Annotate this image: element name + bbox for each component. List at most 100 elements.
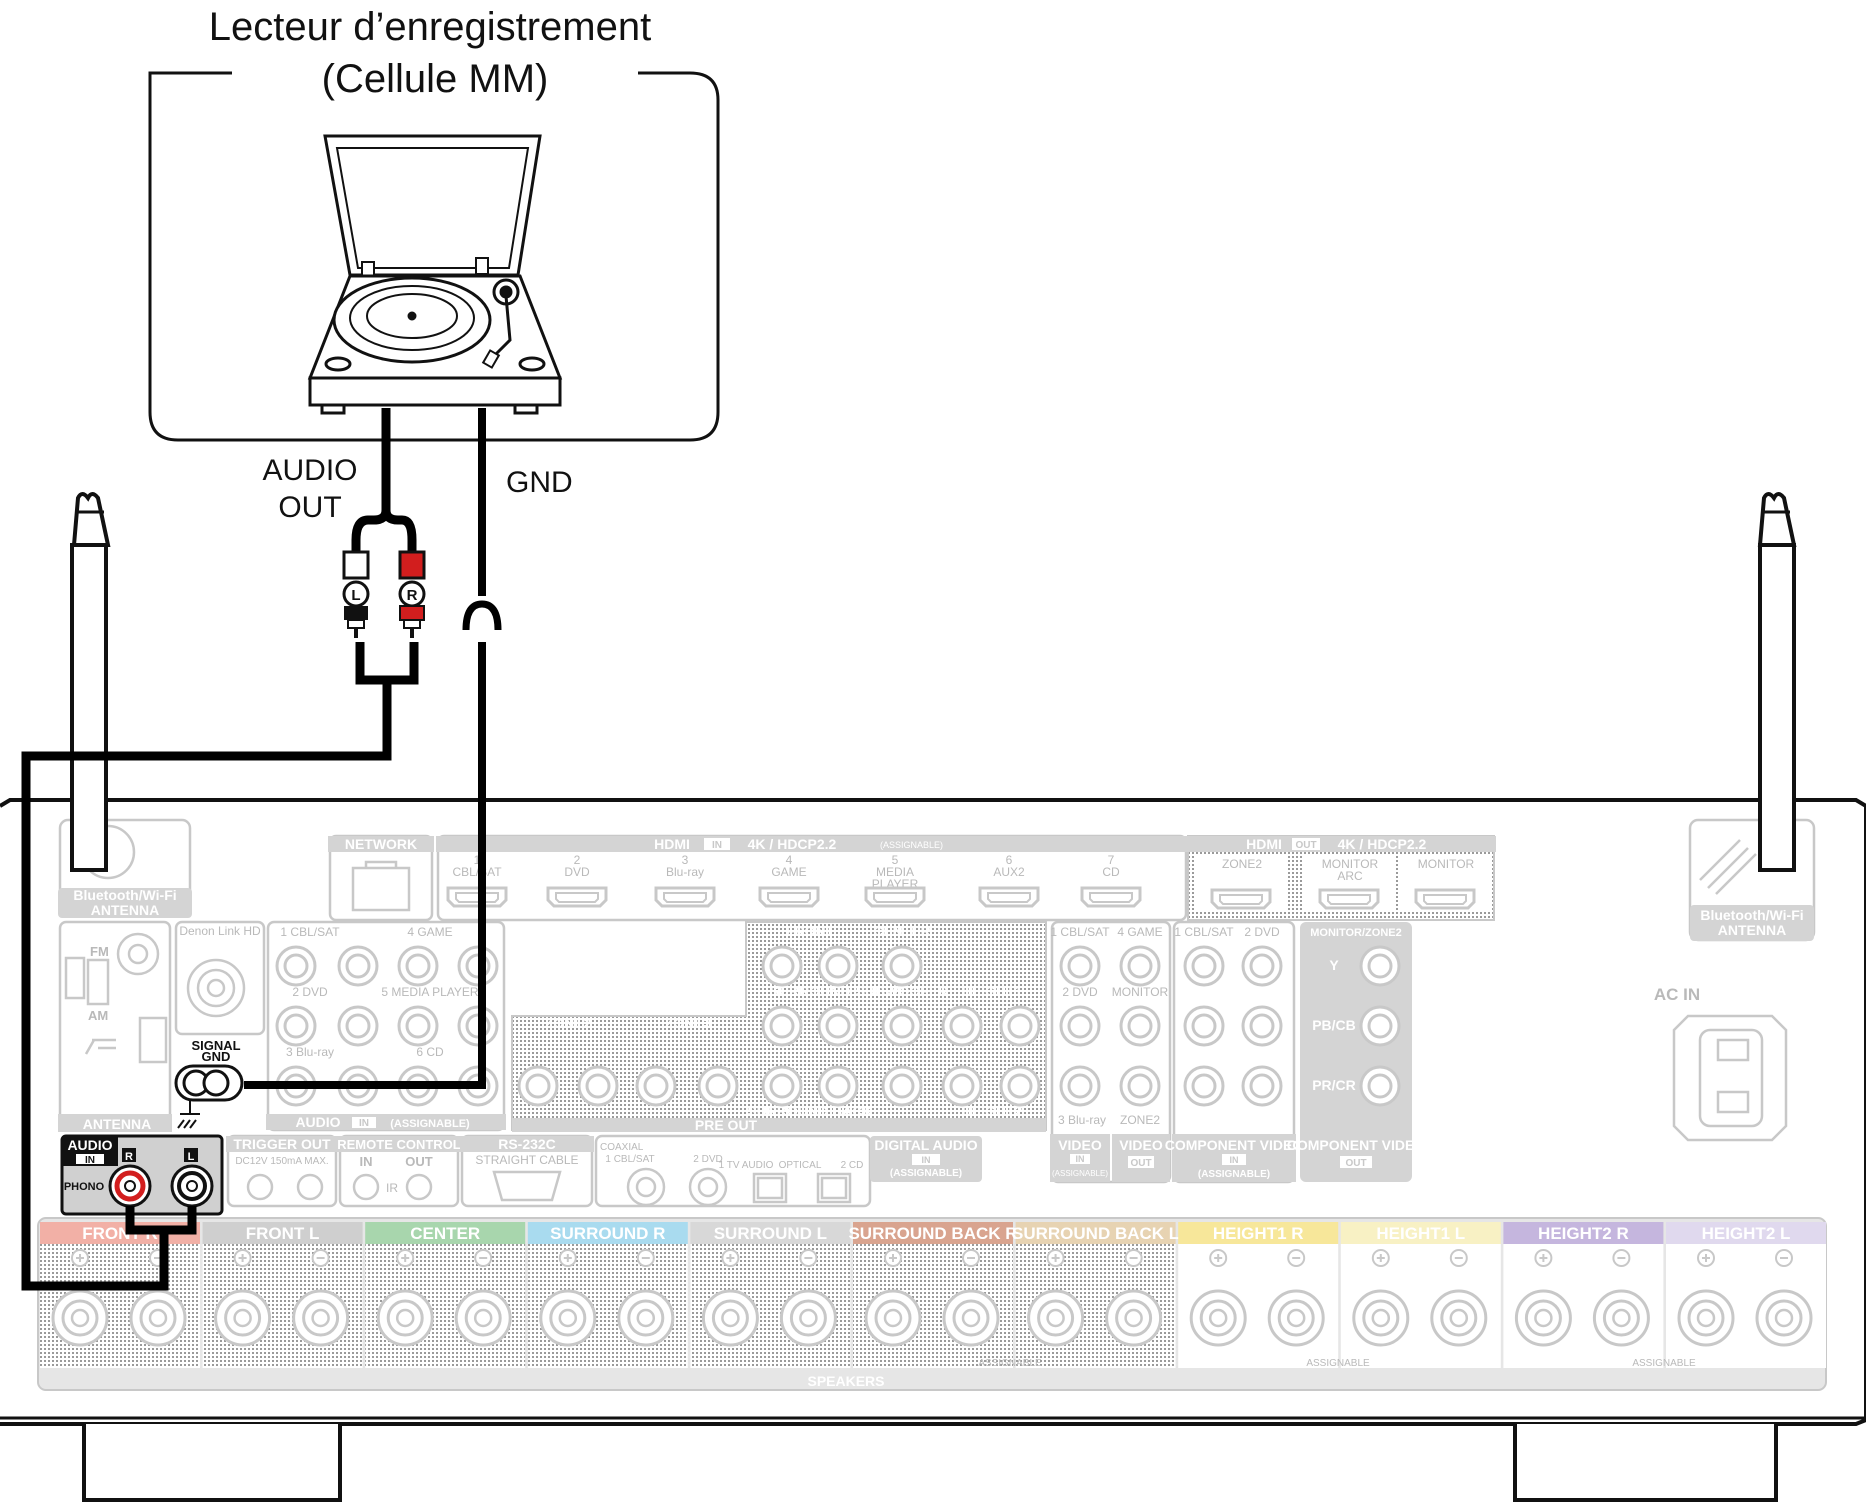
hdmi-in-ports: 1CBL/SAT2DVD3Blu-ray4GAME5MEDIAPLAYER6AU… — [446, 853, 1142, 908]
hdmi-in-port — [864, 886, 926, 908]
speaker-terminal — [1755, 1289, 1813, 1347]
hdmi-in-port-number: 7 — [1108, 853, 1115, 867]
pre-out-label-center: CENTER — [873, 923, 931, 939]
audio-in-label: 1 CBL/SAT — [280, 925, 340, 939]
component-label: 1 CBL/SAT — [1174, 925, 1234, 939]
audio-in-jack — [397, 1005, 439, 1047]
component-channel-label: Y — [1329, 957, 1339, 973]
audio-in-label: 5 MEDIA PLAYER — [381, 985, 478, 999]
speaker-group-label: SURROUND BACK R — [848, 1224, 1017, 1243]
hdmi-out-port-label: MONITOR — [1418, 857, 1475, 871]
remote-ir-label: IR — [386, 1181, 398, 1195]
hdmi-in-port-number: 6 — [1006, 853, 1013, 867]
speakers-label: SPEAKERS — [807, 1373, 884, 1389]
phono-r-marker: R — [125, 1151, 133, 1163]
ac-inlet — [1672, 1014, 1788, 1142]
hdmi-in-badge: IN — [712, 840, 722, 851]
speaker-group-label: HEIGHT1 L — [1376, 1224, 1465, 1243]
speaker-terminal — [1430, 1289, 1488, 1347]
plus-icon-glyph — [726, 1254, 735, 1262]
speaker-group-label: SURROUND L — [714, 1224, 827, 1243]
ac-in-label: AC IN — [1654, 985, 1700, 1004]
trigger-spec: DC12V 150mA MAX. — [235, 1156, 328, 1167]
speaker-terminal — [1677, 1289, 1735, 1347]
fm-label: FM — [90, 944, 109, 959]
pre-out-jack — [881, 1065, 923, 1107]
hdmi-out-port — [1318, 888, 1380, 910]
speaker-terminal — [1105, 1289, 1163, 1347]
am-label: AM — [88, 1008, 108, 1023]
hdmi-in-spec: 4K / HDCP2.2 — [748, 836, 837, 852]
video-jack — [1059, 1065, 1101, 1107]
pre-out-label-surround: SURROUND — [770, 983, 851, 999]
plus-icon-glyph — [1051, 1254, 1060, 1262]
audio-in-footer-assignable: (ASSIGNABLE) — [390, 1118, 470, 1130]
hdmi-in-port-label: CD — [1102, 865, 1120, 879]
speaker-terminal — [779, 1289, 837, 1347]
pre-out-jack — [635, 1065, 677, 1107]
turntable-device: Lecteur d’enregistrement (Cellule MM) — [148, 5, 720, 442]
component-jack — [1241, 1005, 1283, 1047]
component-out-jack — [1359, 945, 1401, 987]
speaker-group-header — [365, 1222, 526, 1244]
bt-antenna-left-line2: ANTENNA — [91, 902, 159, 918]
turntable-icon — [307, 134, 563, 415]
hdmi-out-port-label: ARC — [1337, 869, 1363, 883]
phono-cable — [21, 642, 419, 1291]
av-receiver: Bluetooth/Wi-Fi ANTENNA Bluetooth/Wi-Fi … — [0, 798, 1866, 1502]
speaker-assignable-1: ASSIGNABLE — [978, 1358, 1042, 1369]
pre-out-jack — [881, 1005, 923, 1047]
rs232c-label: RS-232C — [498, 1136, 556, 1152]
phono-label: PHONO — [64, 1181, 105, 1193]
speaker-terminal — [129, 1289, 187, 1347]
video-jack — [1119, 1005, 1161, 1047]
pre-out-jack — [817, 1005, 859, 1047]
video-jack — [1119, 945, 1161, 987]
speaker-terminal — [617, 1289, 675, 1347]
speaker-terminal — [1592, 1289, 1650, 1347]
phono-input[interactable]: AUDIO IN PHONO R L — [60, 1134, 224, 1216]
optical-port-dvd: 2 DVD — [693, 1154, 722, 1165]
hdmi-in-port-number: 2 — [574, 853, 581, 867]
hdmi-in-port-label: DVD — [564, 865, 590, 879]
hdmi-out-badge: OUT — [1295, 840, 1316, 851]
hdmi-in-port-label: MEDIA — [876, 865, 914, 879]
component-monitor-label: MONITOR/ZONE2 — [1310, 927, 1401, 939]
speaker-group-label: HEIGHT2 R — [1538, 1224, 1629, 1243]
speaker-group-header — [1503, 1222, 1664, 1244]
rca-plug-right: R — [398, 550, 426, 638]
speaker-assignable-3: ASSIGNABLE — [1632, 1358, 1696, 1369]
video-label: MONITOR — [1112, 985, 1169, 999]
phono-l-marker: L — [188, 1151, 195, 1163]
optical-label: OPTICAL — [779, 1160, 822, 1171]
speaker-terminal — [1352, 1289, 1410, 1347]
speaker-group-label: HEIGHT1 R — [1213, 1224, 1304, 1243]
signal-gnd-terminal[interactable] — [174, 1064, 244, 1129]
component-out-label: COMPONENT VIDEO — [1287, 1137, 1426, 1153]
hdmi-in-assignable: (ASSIGNABLE) — [880, 840, 943, 850]
plus-icon-glyph — [1539, 1254, 1548, 1262]
audio-out-label-line2: OUT — [278, 491, 341, 524]
speaker-terminal — [214, 1289, 272, 1347]
hdmi-in-port-label: Blu-ray — [666, 865, 704, 879]
plug-right-label: R — [407, 587, 418, 604]
hdmi-in-port-number: 5 — [892, 853, 899, 867]
audio-cable — [351, 408, 417, 556]
plus-icon-glyph — [1376, 1254, 1385, 1262]
pre-out-jack — [941, 1065, 983, 1107]
speaker-group-label: FRONT L — [246, 1224, 320, 1243]
audio-in-jack — [397, 945, 439, 987]
component-jack — [1183, 1065, 1225, 1107]
denon-link-label: Denon Link HD — [179, 924, 261, 938]
antenna-label: ANTENNA — [83, 1116, 151, 1132]
remote-control-label: REMOTE CONTROL — [337, 1137, 461, 1152]
audio-in-label: 3 Blu-ray — [286, 1045, 334, 1059]
video-label: 4 GAME — [1117, 925, 1162, 939]
speaker-group-label: SURROUND BACK L — [1012, 1224, 1179, 1243]
